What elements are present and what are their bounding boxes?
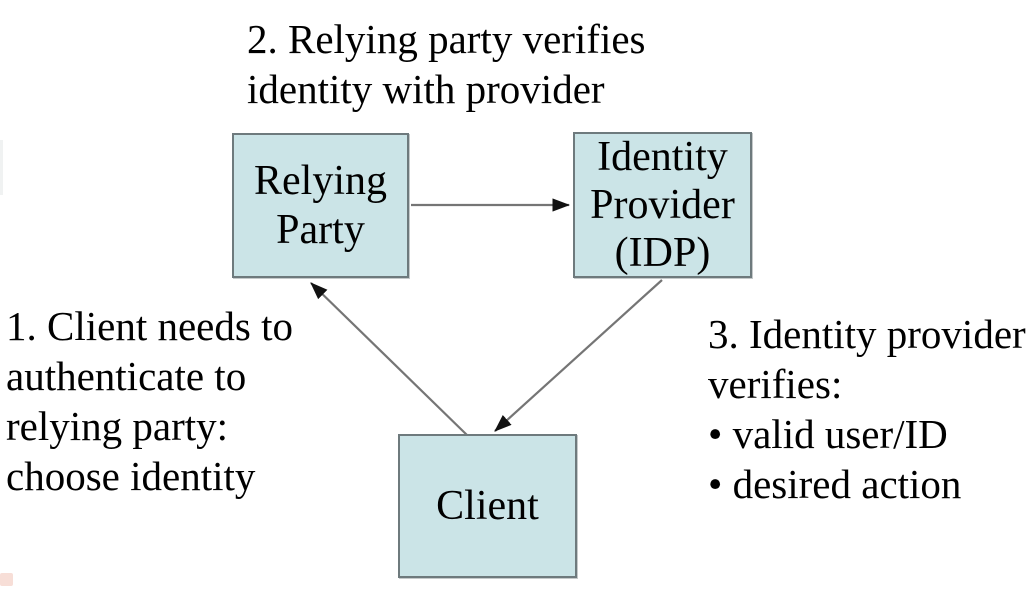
node-client-label: Client — [436, 482, 539, 529]
bottom-left-pink-artifact — [0, 573, 13, 586]
annotation-step-2: 2. Relying party verifies identity with … — [247, 16, 646, 112]
arrow-client-to-relying-party — [310, 282, 469, 437]
left-edge-artifact — [0, 140, 3, 195]
node-client: Client — [398, 434, 577, 578]
node-identity-provider: Identity Provider (IDP) — [573, 132, 752, 278]
node-relying-party-label: Relying Party — [254, 158, 387, 253]
node-relying-party: Relying Party — [232, 133, 409, 278]
node-identity-provider-label: Identity Provider (IDP) — [590, 133, 735, 277]
annotation-step-1: 1. Client needs to authenticate to relyi… — [6, 303, 293, 499]
arrow-idp-to-client — [494, 279, 663, 432]
annotation-step-3: 3. Identity provider verifies: • valid u… — [708, 311, 1026, 507]
